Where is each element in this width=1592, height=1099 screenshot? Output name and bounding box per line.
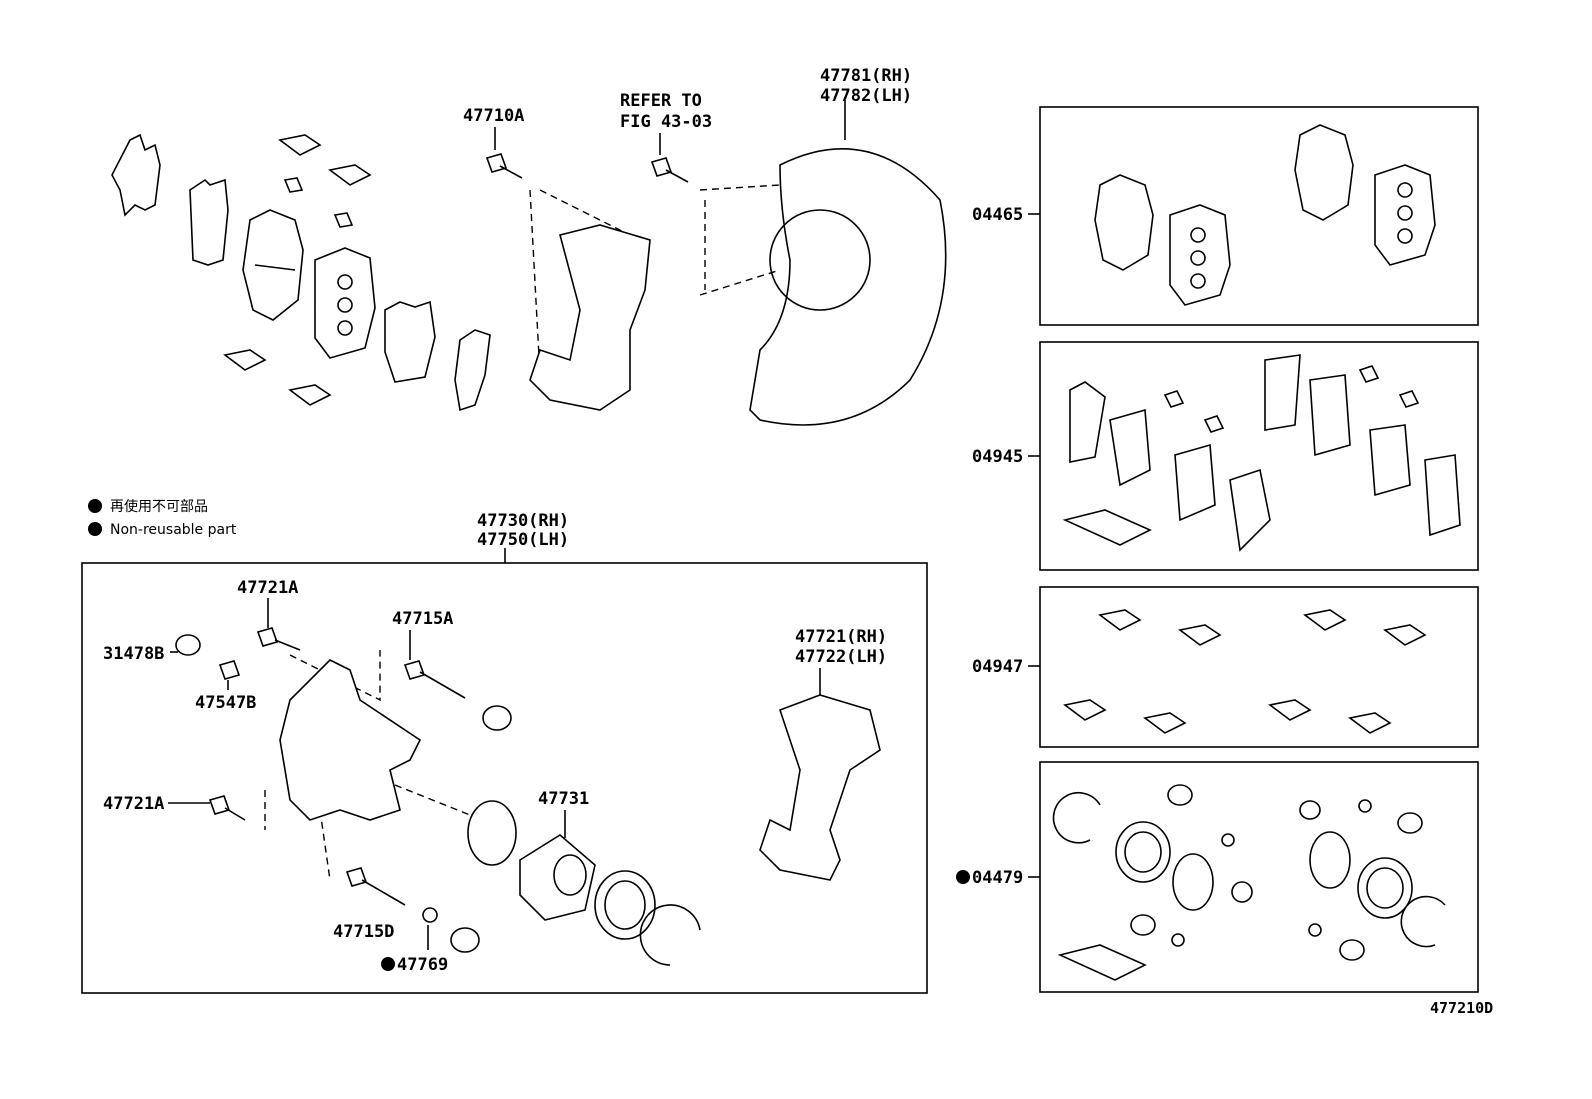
label-47715D: 47715D [333, 922, 394, 942]
label-47721A-mid: 47721A [103, 794, 164, 814]
clips-04947 [1063, 609, 1427, 734]
label-47715A: 47715A [392, 609, 453, 629]
label-04465: 04465 [972, 205, 1023, 225]
label-04945: 04945 [972, 447, 1023, 467]
label-04479: 04479 [972, 868, 1023, 888]
label-47721A-top: 47721A [237, 578, 298, 598]
legend-dot-jp [88, 499, 102, 513]
bolt-47710A [485, 153, 523, 179]
label-47722: 47722(LH) [795, 647, 887, 667]
non-reusable-dot-47769 [381, 957, 395, 971]
legend-dot-en [88, 522, 102, 536]
label-47547B: 47547B [195, 693, 256, 713]
non-reusable-dot-04479 [956, 870, 970, 884]
box-04947 [1039, 586, 1479, 748]
label-47731: 47731 [538, 789, 589, 809]
seal-kit-04479 [1052, 784, 1446, 981]
label-47750: 47750(LH) [477, 530, 569, 550]
label-47781: 47781(RH) [820, 66, 912, 86]
disc-dust-cover [699, 100, 947, 426]
pads-04465 [1094, 124, 1436, 306]
label-31478B: 31478B [103, 644, 164, 664]
label-04947: 04947 [972, 657, 1023, 677]
label-47721: 47721(RH) [795, 627, 887, 647]
shims-04945 [1062, 354, 1461, 552]
figure-id: 477210D [1430, 999, 1493, 1017]
bolt-refer [650, 157, 689, 183]
legend-jp: 再使用不可部品 [110, 498, 208, 515]
mounting-bracket-top [529, 189, 651, 411]
label-47730: 47730(RH) [477, 511, 569, 531]
legend-en: Non-reusable part [110, 522, 237, 538]
label-refer-2: FIG 43-03 [620, 112, 712, 132]
box-04465 [1039, 106, 1479, 326]
label-refer-1: REFER TO [620, 91, 702, 111]
labels: 47710A REFER TO FIG 43-03 47781(RH) 4778… [88, 66, 1493, 1017]
label-47769: 47769 [397, 955, 448, 975]
label-47710A: 47710A [463, 106, 524, 126]
caliper-assembly [168, 627, 881, 966]
pad-shim-group-top [111, 133, 491, 412]
label-47782: 47782(LH) [820, 86, 912, 106]
